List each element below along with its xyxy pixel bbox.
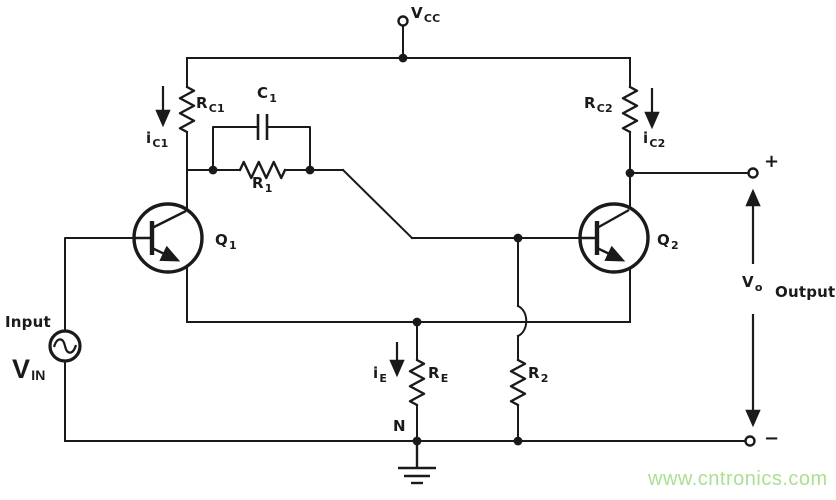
vo-label: Vo xyxy=(742,273,763,294)
ic1-label: iC1 xyxy=(146,129,169,150)
output-label: Output xyxy=(775,283,836,301)
resistor-rc1-symbol xyxy=(178,85,196,134)
vin-label: VIN xyxy=(12,354,46,384)
c1-label: C1 xyxy=(257,84,278,105)
watermark-text: www.cntronics.com xyxy=(648,468,828,490)
rc1-label: RC1 xyxy=(196,94,225,115)
transistor-q1-symbol xyxy=(132,202,204,274)
resistor-r2-symbol xyxy=(509,358,527,407)
output-plus-terminal xyxy=(747,167,759,179)
r1-label: R1 xyxy=(252,174,273,195)
c1-right-leg-wire xyxy=(266,126,311,171)
resistor-rc2-symbol xyxy=(621,85,639,134)
r2-label: R2 xyxy=(528,364,549,385)
resistor-r1-symbol xyxy=(238,160,287,180)
capacitor-c1-symbol xyxy=(256,114,269,140)
input-label: Input xyxy=(5,313,51,331)
vcc-label: VCC xyxy=(411,4,441,25)
coupling-diagonal-wire xyxy=(341,168,414,240)
rc2-label: RC2 xyxy=(584,94,613,115)
terminals xyxy=(397,15,759,447)
plus-sign-label: + xyxy=(764,151,780,172)
wire-network xyxy=(64,25,749,442)
junction-dots xyxy=(208,53,635,446)
q1-base-wire xyxy=(64,237,134,332)
re-label: RE xyxy=(428,364,449,385)
n-node-label: N xyxy=(393,417,406,435)
ic2-label: iC2 xyxy=(643,129,666,150)
current-arrows xyxy=(155,86,761,428)
ie-label: iE xyxy=(373,364,388,385)
q2-label: Q2 xyxy=(657,231,679,252)
resistor-re-symbol xyxy=(408,358,426,407)
minus-sign-label: − xyxy=(764,428,780,449)
ground-symbol xyxy=(398,441,436,485)
transistor-q2-symbol xyxy=(578,202,650,274)
c1-left-leg-wire xyxy=(212,126,259,171)
q1-label: Q1 xyxy=(215,231,237,252)
vcc-terminal xyxy=(397,15,409,27)
ac-source-symbol xyxy=(48,329,82,363)
output-minus-terminal xyxy=(744,435,756,447)
